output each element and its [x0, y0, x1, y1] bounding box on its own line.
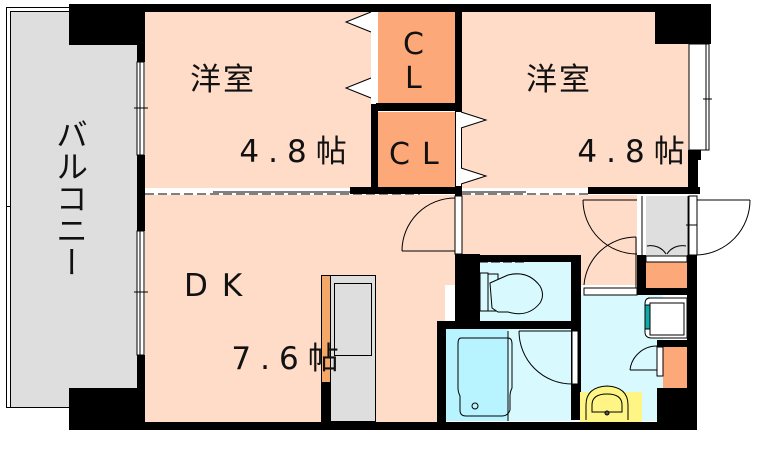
wall-left-upper — [137, 4, 145, 62]
western-room-right-size-text: 4.8帖 — [577, 134, 694, 170]
western-room-right-name: 洋室 — [526, 62, 592, 98]
wall-left-mid — [137, 155, 145, 231]
wall-corner-top-left — [69, 4, 145, 45]
closet-top-label-l: L — [405, 61, 422, 96]
western-room-left — [145, 12, 371, 190]
wall-entrance-bottom — [637, 288, 697, 295]
bath-dressing — [508, 329, 575, 421]
wall-top — [69, 4, 711, 12]
closet-top — [378, 12, 455, 103]
balcony-label: バルコニー — [51, 118, 89, 278]
wall-closet-left — [371, 104, 378, 194]
western-room-left-size: 4.8帖 — [192, 98, 356, 206]
dk-size: 7.6帖 — [184, 305, 348, 413]
kitchen-sink — [334, 283, 372, 356]
wall-wash-lower — [657, 388, 697, 428]
wall-toilet-top — [478, 255, 578, 262]
shoe-closet-top — [646, 262, 687, 289]
dk-name: DK — [184, 268, 257, 304]
western-room-right-size: 4.8帖 — [530, 98, 694, 206]
western-room-right — [461, 12, 689, 188]
closet-top-label-c: C — [403, 27, 424, 62]
kitchen-base — [321, 382, 331, 422]
wall-closet-right — [455, 4, 462, 196]
wall-bath-left — [437, 321, 446, 427]
western-room-left-size-text: 4.8帖 — [239, 134, 356, 170]
dining-kitchen — [145, 195, 445, 422]
wall-closet-mid — [371, 103, 461, 111]
closet-bottom — [378, 112, 455, 187]
wall-hall-left — [455, 254, 480, 328]
wall-room-divider-a — [350, 187, 462, 194]
wall-room-divider-b — [588, 187, 700, 194]
wall-toilet-bottom — [437, 321, 581, 329]
washroom — [581, 295, 663, 421]
wall-entrance-left — [637, 255, 646, 295]
storage-small — [663, 346, 688, 388]
wall-right-step — [688, 150, 698, 194]
western-room-left-name: 洋室 — [190, 62, 256, 98]
entrance-door — [686, 195, 751, 256]
wall-toilet-right — [571, 255, 581, 420]
wall-wash-right — [657, 340, 697, 347]
toilet-room — [478, 262, 571, 322]
dk-size-text: 7.6帖 — [231, 341, 348, 377]
wall-right-upper — [689, 4, 711, 44]
closet-bottom-label: CL — [389, 137, 451, 172]
wall-bottom — [69, 422, 697, 430]
balcony-floor — [10, 11, 140, 408]
bath-room — [446, 329, 508, 421]
wall-closet-left-top — [371, 4, 374, 12]
